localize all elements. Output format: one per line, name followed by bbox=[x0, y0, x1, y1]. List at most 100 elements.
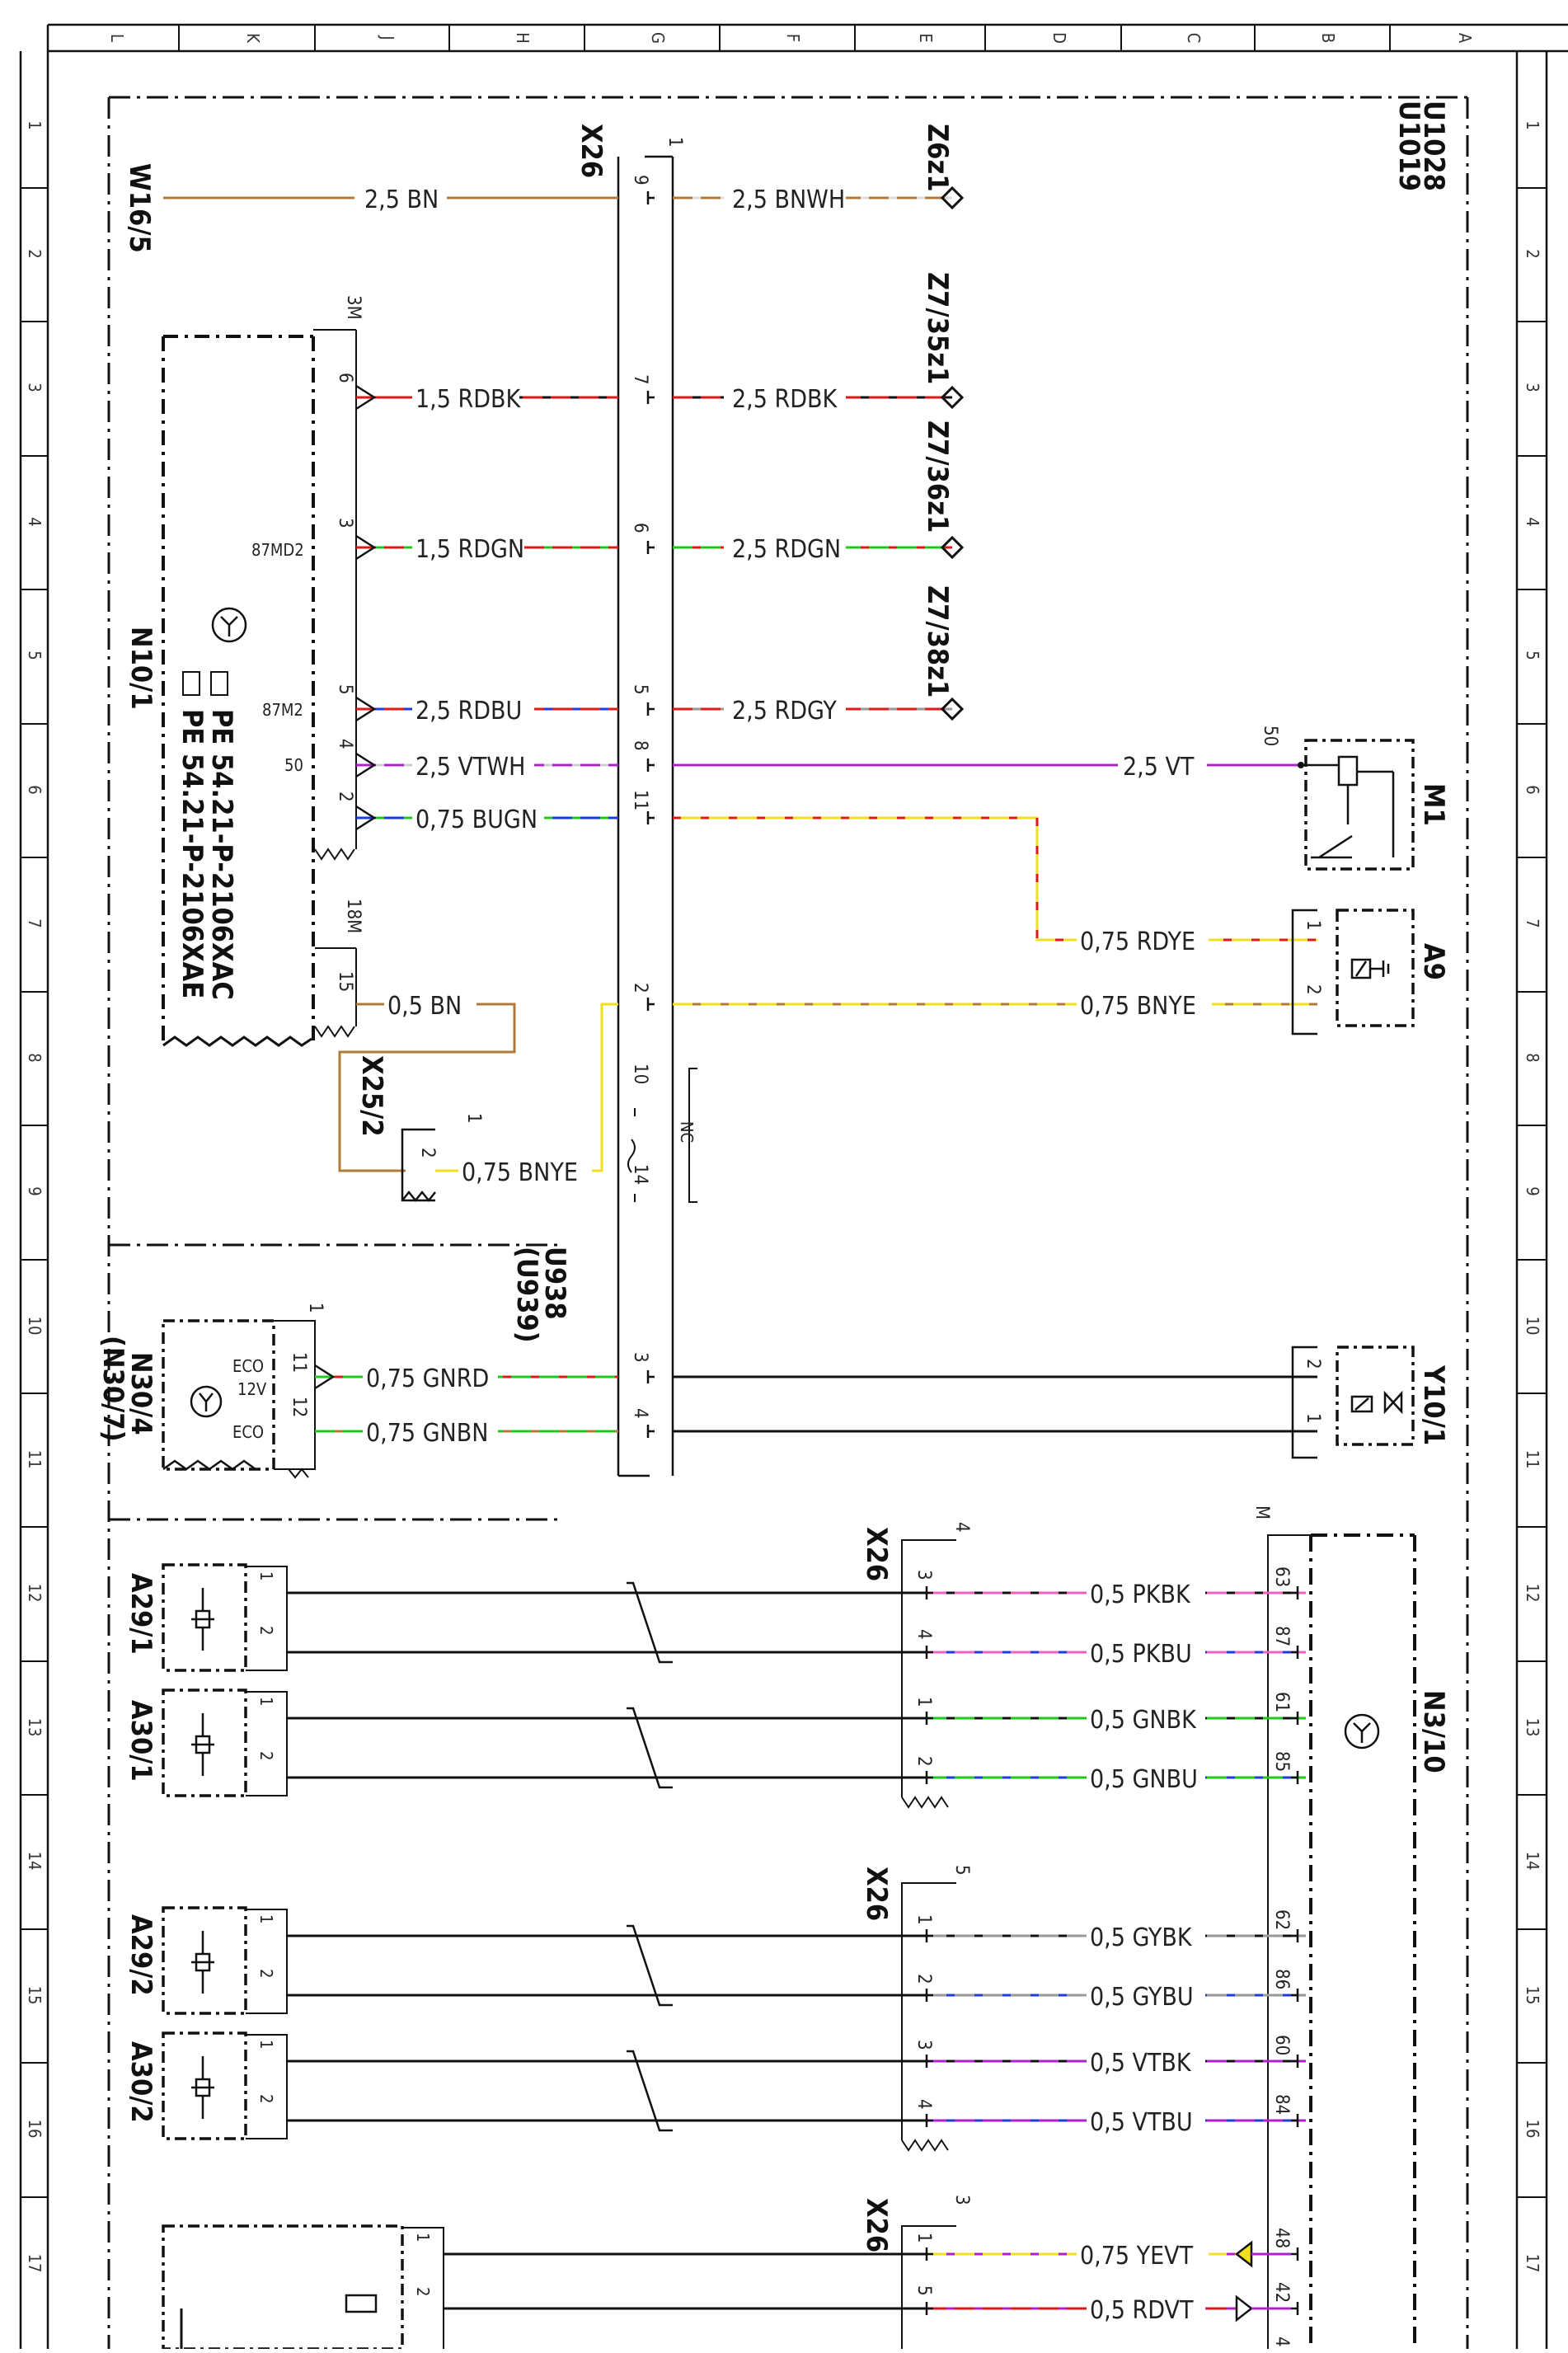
n10-connector-18m bbox=[314, 947, 357, 1038]
sensor-labels: A29/1 A30/1 A29/2 A30/2 bbox=[124, 1573, 157, 2123]
twisted-pair-marks bbox=[627, 1581, 673, 2132]
x26-sub5-pin: 5 bbox=[951, 1865, 972, 1876]
row-16-right: 16 bbox=[1523, 2120, 1542, 2139]
row-6-right: 6 bbox=[1523, 785, 1542, 794]
a9-connector bbox=[1291, 909, 1390, 1036]
pe-ref-1: PE 54.21-P-2106XAC bbox=[205, 709, 238, 1000]
x26-pin6: 6 bbox=[630, 523, 650, 533]
wire-label-0-5-gnbk: 0,5 GNBK bbox=[1090, 1706, 1197, 1735]
wire-label-0-75-yevt: 0,75 YEVT bbox=[1080, 2242, 1194, 2271]
row-6-left: 6 bbox=[25, 785, 45, 794]
unit-code-u939: (U939) bbox=[510, 1247, 543, 1343]
pe-ref-2: PE 54.21-P-2106XAE bbox=[176, 709, 209, 998]
x265-pin3: 3 bbox=[913, 2040, 934, 2050]
x26-sub4 bbox=[901, 1539, 956, 1809]
x26-sub-pin-markers bbox=[925, 1586, 933, 2315]
n3-pin61: 61 bbox=[1271, 1692, 1292, 1712]
x263-pin1: 1 bbox=[913, 2233, 934, 2243]
n3-input-arrow-rdvt bbox=[1235, 2294, 1254, 2322]
n3-control-icon bbox=[1344, 1713, 1380, 1749]
wire-label-bg bbox=[1118, 752, 1207, 780]
x26-pin-markers bbox=[646, 191, 655, 1438]
splice-z7-35 bbox=[940, 385, 965, 410]
n3-connector-m bbox=[1267, 1534, 1311, 2349]
wire-label-0-75-bnye-x25: 0,75 BNYE bbox=[462, 1158, 578, 1187]
n30-module bbox=[162, 1319, 275, 1471]
wire-label-bg bbox=[724, 185, 846, 213]
x26-sub5-label: X26 bbox=[860, 1867, 893, 1921]
n3-pin4: 4 bbox=[1271, 2337, 1292, 2347]
x26-sub4-pin: 4 bbox=[951, 1522, 972, 1533]
row-3-right: 3 bbox=[1523, 383, 1542, 392]
col-G: G bbox=[648, 32, 668, 44]
row-10-left: 10 bbox=[25, 1317, 45, 1336]
col-L: L bbox=[107, 34, 127, 42]
row-8-left: 8 bbox=[25, 1053, 45, 1062]
wire-label-0-5-vtbu: 0,5 VTBU bbox=[1090, 2108, 1193, 2137]
x26-pin7: 7 bbox=[630, 374, 650, 385]
unit-code-u1019: U1019 bbox=[1392, 101, 1425, 191]
wire-label-bg bbox=[458, 1158, 592, 1186]
w16-label: W16/5 bbox=[123, 163, 156, 253]
n10-output-arrows bbox=[314, 384, 377, 1390]
wire-label-0-5-rdvt: 0,5 RDVT bbox=[1090, 2296, 1194, 2325]
a9-label: A9 bbox=[1417, 943, 1450, 980]
n10-50: 50 bbox=[284, 755, 303, 775]
n3-pin-numbers: 63 87 61 85 62 86 60 84 48 42 4 bbox=[1271, 1566, 1292, 2347]
n10-pin5: 5 bbox=[335, 684, 355, 695]
z7-38-label: Z7/38z1 bbox=[921, 585, 954, 697]
n30-7-label: (N30/7) bbox=[96, 1336, 129, 1442]
x26-sub-pins: 3 4 1 2 1 2 3 4 1 5 bbox=[913, 1570, 934, 2296]
col-B: B bbox=[1318, 33, 1338, 43]
wire-label-0-75-bnye-a9: 0,75 BNYE bbox=[1080, 992, 1196, 1021]
document-icon bbox=[182, 671, 228, 696]
a9-pin2: 2 bbox=[1303, 984, 1323, 995]
sens3-pin2: 2 bbox=[413, 2287, 433, 2296]
x265-pin4: 4 bbox=[913, 2099, 934, 2110]
n10-3m-label: 3M bbox=[343, 295, 364, 320]
a29-1-label: A29/1 bbox=[124, 1573, 157, 1655]
wire-label-bg bbox=[412, 752, 534, 780]
wire-label-0-75-gnbn: 0,75 GNBN bbox=[366, 1419, 488, 1448]
n30-control-icon bbox=[190, 1385, 223, 1418]
x26-sub3-label: X26 bbox=[860, 2198, 893, 2252]
wire-label-0-5-gybk: 0,5 GYBK bbox=[1090, 1923, 1193, 1952]
a9-component bbox=[1336, 909, 1415, 1027]
n3-label: N3/10 bbox=[1417, 1690, 1450, 1773]
splice-z7-36 bbox=[940, 535, 965, 560]
x26-pin8: 8 bbox=[630, 740, 650, 751]
sensor-boxes bbox=[162, 1563, 404, 2351]
column-letters: L K J H G F E D C B A bbox=[107, 32, 1475, 44]
n30-eco1: ECO bbox=[232, 1356, 264, 1376]
n10-pin6: 6 bbox=[335, 373, 355, 383]
row-16-left: 16 bbox=[25, 2120, 45, 2139]
a29-2-label: A29/2 bbox=[124, 1914, 157, 1996]
row-4-left: 4 bbox=[25, 517, 45, 526]
x26-pin3: 3 bbox=[630, 1352, 650, 1363]
z-splices: Z6z1 Z7/35z1 Z7/36z1 Z7/38z1 bbox=[921, 124, 954, 697]
col-H: H bbox=[513, 32, 533, 44]
col-C: C bbox=[1184, 33, 1204, 44]
wire-label-bg bbox=[412, 534, 524, 562]
n3-pin87: 87 bbox=[1271, 1626, 1292, 1646]
wire-label-0-75-bugn: 0,75 BUGN bbox=[415, 805, 538, 834]
wire-label-bg bbox=[724, 384, 846, 412]
wire-label-2-5-rdgy: 2,5 RDGY bbox=[732, 697, 837, 726]
nc-label: NC bbox=[677, 1121, 697, 1143]
splice-z7-38 bbox=[940, 697, 965, 721]
wire-label-2-5-vt: 2,5 VT bbox=[1123, 753, 1195, 782]
row-8-right: 8 bbox=[1523, 1053, 1542, 1062]
n10-connector-3m bbox=[313, 329, 357, 861]
wire-x26-11-rdye-b bbox=[673, 816, 1317, 942]
n10-pin15: 15 bbox=[335, 971, 355, 992]
wire-label-bg bbox=[363, 1364, 498, 1392]
m1-label: M1 bbox=[1417, 783, 1450, 826]
a29-1-pin1: 1 bbox=[256, 1571, 276, 1580]
x26-pin9: 9 bbox=[630, 175, 650, 186]
row-2-right: 2 bbox=[1523, 249, 1542, 258]
z7-36-label: Z7/36z1 bbox=[921, 420, 954, 533]
n3-pin84: 84 bbox=[1271, 2094, 1292, 2115]
wire-label-bg bbox=[412, 696, 534, 724]
